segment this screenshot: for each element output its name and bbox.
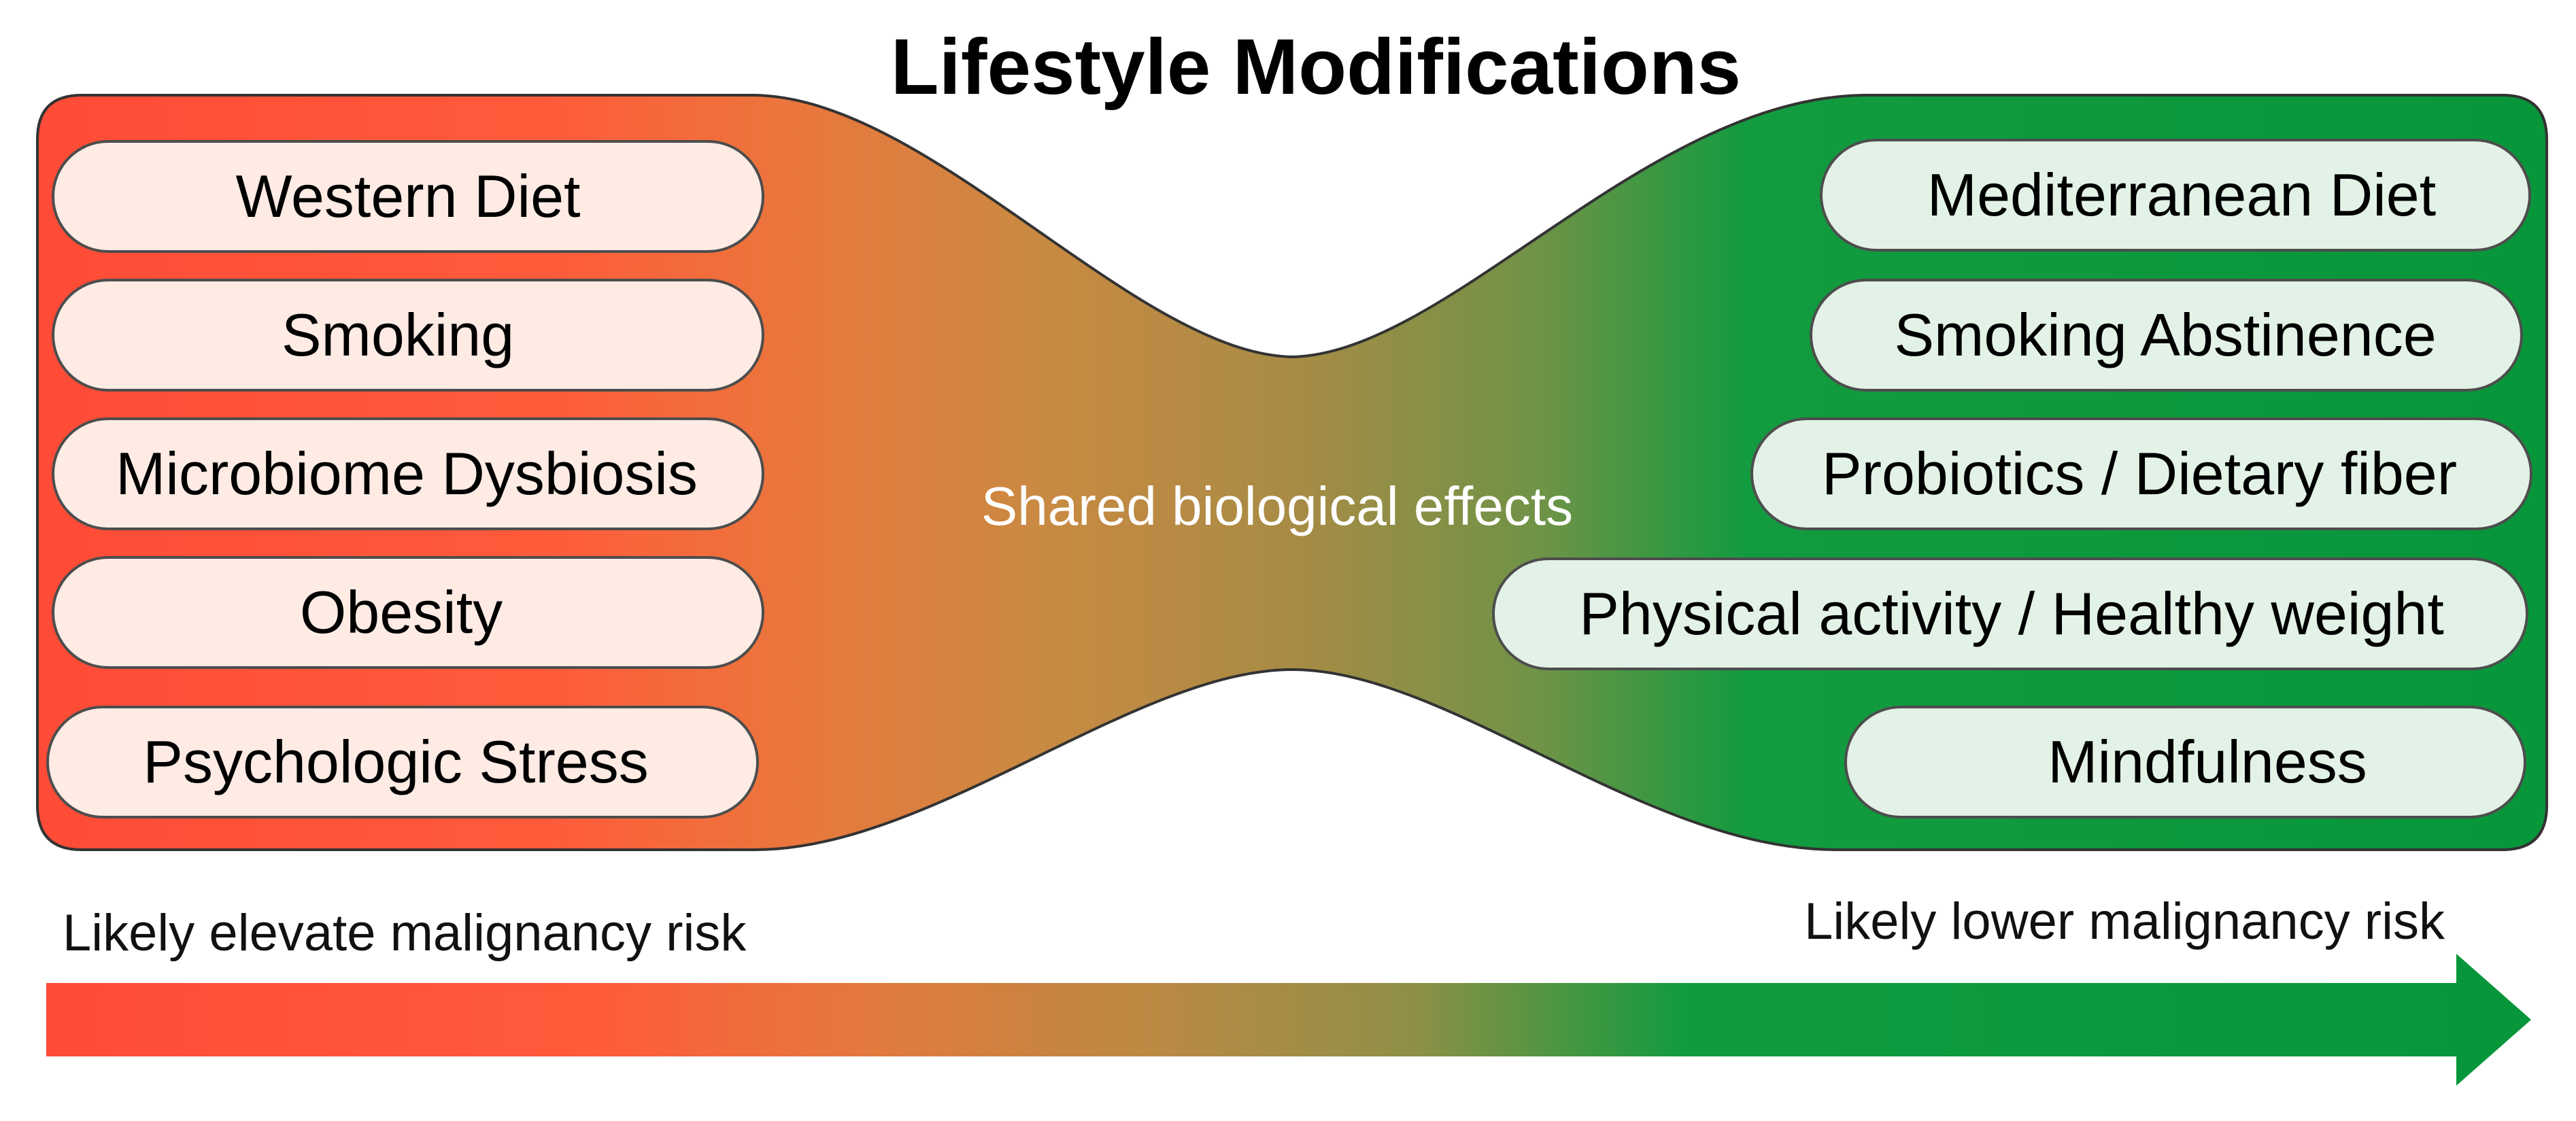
left-factor-pill: Western Diet: [52, 140, 764, 253]
right-factor-pill: Smoking Abstinence: [1810, 279, 2523, 392]
left-factor-label: Western Diet: [236, 162, 581, 230]
right-factor-list: Mediterranean Diet Smoking Abstinence Pr…: [1492, 139, 2532, 818]
right-factor-pill: Mediterranean Diet: [1820, 139, 2531, 252]
left-factor-label: Microbiome Dysbiosis: [116, 440, 698, 507]
right-factor-pill: Mindfulness: [1844, 706, 2526, 818]
left-factor-label: Obesity: [300, 579, 503, 646]
right-factor-label: Smoking Abstinence: [1894, 301, 2436, 368]
right-factor-label: Mindfulness: [2048, 728, 2367, 795]
left-factor-pill: Obesity: [52, 556, 764, 669]
right-factor-pill: Probiotics / Dietary fiber: [1750, 417, 2532, 530]
left-factor-pill: Microbiome Dysbiosis: [52, 417, 764, 530]
diagram-title: Lifestyle Modifications: [891, 22, 1741, 111]
lower-risk-label: Likely lower malignancy risk: [1804, 893, 2445, 950]
right-factor-label: Probiotics / Dietary fiber: [1822, 440, 2457, 507]
left-factor-pill: Psychologic Stress: [46, 706, 759, 818]
risk-gradient-arrow: [46, 954, 2531, 1086]
right-factor-label: Physical activity / Healthy weight: [1579, 580, 2444, 647]
shared-effects-label: Shared biological effects: [981, 476, 1573, 536]
right-factor-pill: Physical activity / Healthy weight: [1492, 557, 2528, 670]
left-factor-pill: Smoking: [52, 279, 764, 392]
elevate-risk-label: Likely elevate malignancy risk: [63, 904, 747, 962]
left-factor-label: Smoking: [282, 301, 514, 368]
left-factor-list: Western Diet Smoking Microbiome Dysbiosi…: [46, 140, 764, 818]
left-factor-label: Psychologic Stress: [143, 728, 648, 795]
right-factor-label: Mediterranean Diet: [1927, 161, 2436, 228]
